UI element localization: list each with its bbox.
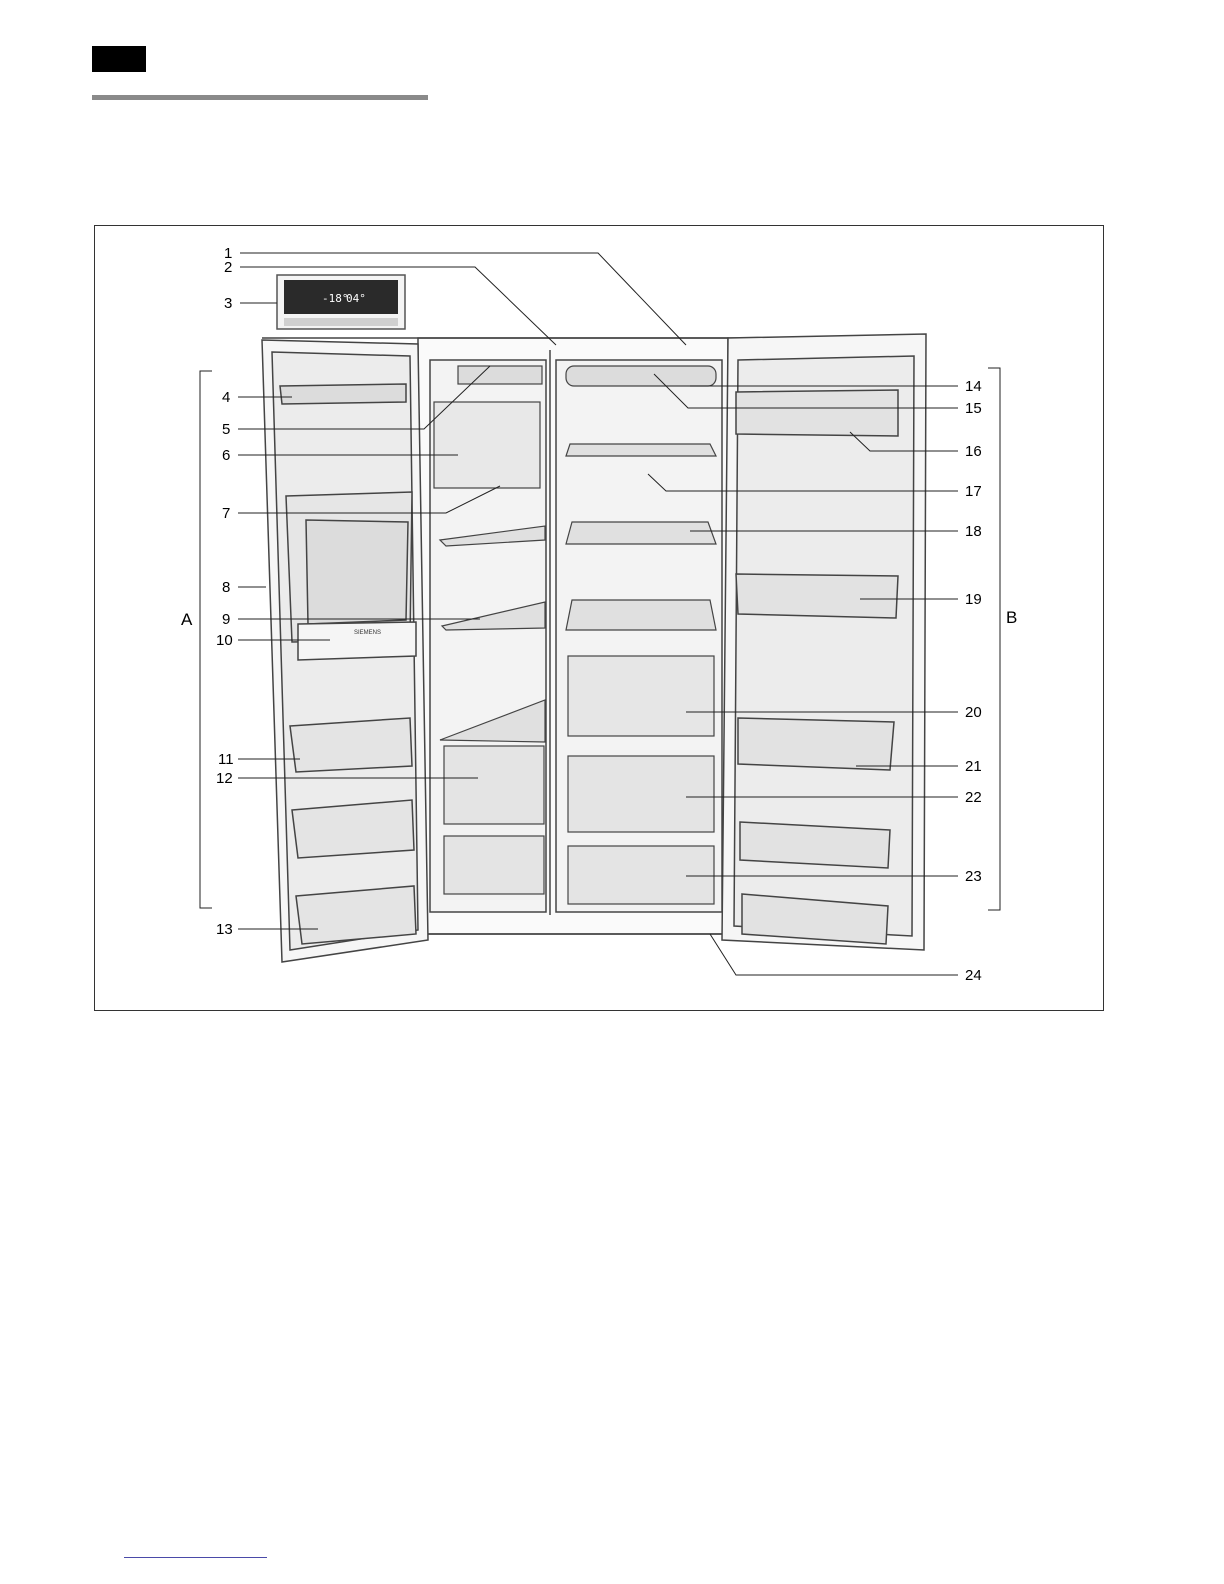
callout-14: 14 <box>965 378 982 395</box>
callout-12: 12 <box>216 770 233 787</box>
callout-22: 22 <box>965 789 982 806</box>
freezer-door <box>262 340 428 962</box>
callout-11: 11 <box>218 751 234 768</box>
section-label-b: B <box>1006 608 1017 627</box>
footer-rule <box>124 1557 267 1558</box>
callout-9: 9 <box>222 611 230 628</box>
callout-4: 4 <box>222 389 230 406</box>
fridge-door <box>722 334 926 950</box>
callout-8: 8 <box>222 579 230 596</box>
callout-20: 20 <box>965 704 982 721</box>
callout-21: 21 <box>965 758 982 775</box>
section-label-a: A <box>181 610 193 629</box>
fridge-temp-readout: 04° <box>346 292 366 305</box>
callout-10: 10 <box>216 632 233 649</box>
control-panel: -18° 04° <box>277 275 405 329</box>
callout-18: 18 <box>965 523 982 540</box>
callout-16: 16 <box>965 443 982 460</box>
callout-6: 6 <box>222 447 230 464</box>
callout-15: 15 <box>965 400 982 417</box>
callout-13: 13 <box>216 921 233 938</box>
callout-24: 24 <box>965 967 982 984</box>
callout-2: 2 <box>224 259 232 276</box>
callout-7: 7 <box>222 505 230 522</box>
callout-19: 19 <box>965 591 982 608</box>
dispenser-brand: SIEMENS <box>354 630 381 636</box>
callout-3: 3 <box>224 295 232 312</box>
callout-17: 17 <box>965 483 982 500</box>
callout-23: 23 <box>965 868 982 885</box>
callout-5: 5 <box>222 421 230 438</box>
freezer-temp-readout: -18° <box>322 292 349 305</box>
